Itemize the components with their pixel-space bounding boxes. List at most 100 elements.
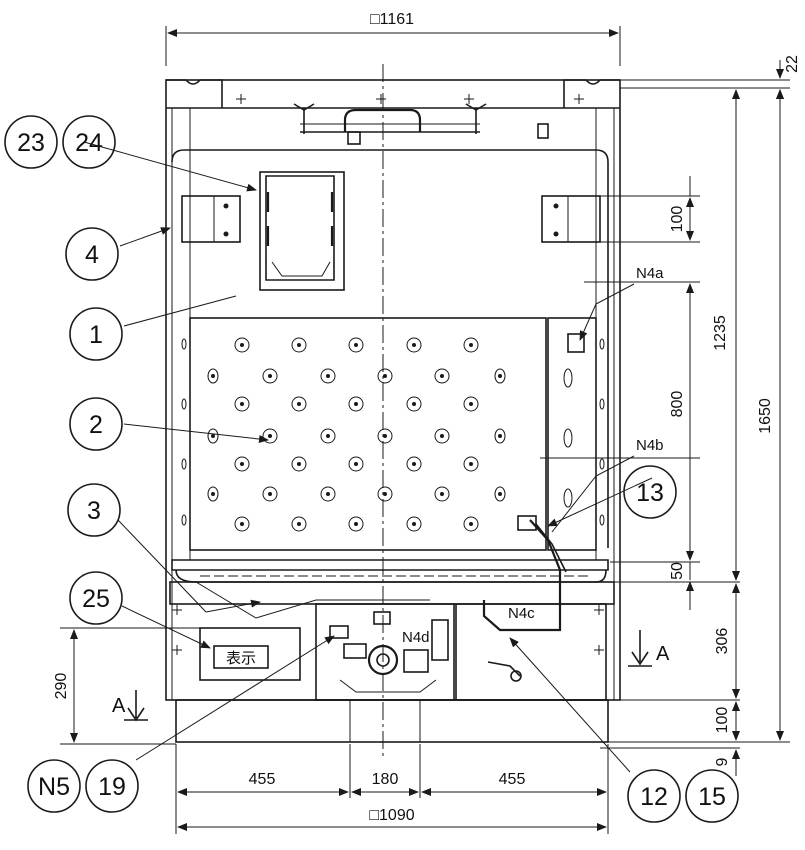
callout-4: 4: [65, 227, 119, 281]
dimple-center: [268, 374, 272, 378]
callout-leaders: [83, 141, 653, 773]
dimple: [463, 396, 479, 412]
svg-text:25: 25: [82, 585, 110, 613]
drain-valve: [329, 611, 449, 676]
dimple-center: [211, 492, 215, 496]
dimple-center: [240, 522, 244, 526]
base-rail: [169, 581, 615, 605]
svg-text:3: 3: [87, 497, 101, 525]
label-n4a: N4a: [636, 265, 664, 282]
svg-text:19: 19: [98, 773, 126, 801]
dim-upper-height: 1235: [712, 315, 729, 351]
dimple-center: [412, 522, 416, 526]
dimple: [494, 428, 506, 444]
side-holes-left: [181, 338, 187, 526]
callout-19: 19: [85, 759, 139, 813]
dim-seg-right: 455: [499, 771, 526, 788]
nozzle-labels: N4a N4b N4c N4d: [402, 265, 664, 646]
dimple-center: [498, 492, 502, 496]
nozzle-n4a-fitting: [567, 333, 585, 353]
dimple-center: [354, 343, 358, 347]
pallet-feet: [175, 699, 609, 743]
dimple: [494, 486, 506, 502]
label-n4b: N4b: [636, 437, 664, 454]
dim-seg-left: 455: [249, 771, 276, 788]
svg-text:23: 23: [17, 129, 45, 157]
dimple-center: [297, 462, 301, 466]
dimple-center: [240, 343, 244, 347]
dimension-labels: □1161 22 100 1235 1650 800 50 306 100 9 …: [53, 11, 801, 824]
dimple-center: [326, 434, 330, 438]
dimple-center: [211, 374, 215, 378]
view-a-right: A: [628, 630, 670, 667]
dimple-center: [297, 522, 301, 526]
label-n4c: N4c: [508, 605, 535, 622]
dim-base-height: 306: [714, 628, 731, 655]
dimple: [234, 337, 250, 353]
dimple-center: [498, 374, 502, 378]
dimple: [406, 516, 422, 532]
dimple-center: [469, 522, 473, 526]
dimple: [348, 516, 364, 532]
dimple-center: [326, 374, 330, 378]
dimple-center: [354, 522, 358, 526]
valve-bay: [315, 603, 455, 701]
dim-bracket-height: 100: [669, 206, 686, 233]
dimple-grid: [207, 337, 506, 532]
nameplate-text: 表示: [226, 650, 256, 667]
nameplate-box: [199, 627, 301, 681]
dimple-center: [326, 492, 330, 496]
dimple-center: [240, 462, 244, 466]
dimple: [320, 486, 336, 502]
document-holder: [259, 171, 345, 291]
dimple: [262, 486, 278, 502]
dim-bottom-width: □1090: [369, 807, 414, 824]
dimple: [494, 368, 506, 384]
top-left-corner-fitting: [166, 79, 223, 108]
lower-valve-handle: [487, 661, 521, 677]
dimple-center: [469, 462, 473, 466]
dimple: [434, 486, 450, 502]
vent-cap: [537, 123, 549, 139]
wing-nut-right: [465, 103, 487, 134]
callout-24: 24: [62, 115, 116, 169]
dim-top-width: □1161: [370, 11, 414, 28]
svg-text:4: 4: [85, 241, 99, 269]
dimple-center: [440, 434, 444, 438]
callout-3: 3: [67, 483, 121, 537]
drain-slope: [195, 581, 430, 619]
dim-top-offset: 22: [784, 55, 801, 73]
dimple: [320, 368, 336, 384]
right-bracket: [541, 195, 601, 243]
dim-foot-height: 100: [714, 707, 731, 734]
dimple: [348, 337, 364, 353]
dimple: [291, 337, 307, 353]
svg-text:A: A: [112, 695, 126, 717]
callout-1: 1: [69, 307, 123, 361]
dimple: [463, 456, 479, 472]
inner-tank-wall: [171, 149, 609, 548]
dimple-center: [268, 434, 272, 438]
dimple-center: [240, 402, 244, 406]
dimple: [291, 456, 307, 472]
callout-2: 2: [69, 397, 123, 451]
dimple: [377, 428, 393, 444]
view-a-left: A: [112, 690, 148, 722]
dimple: [406, 337, 422, 353]
dimple-center: [211, 434, 215, 438]
callout-13: 13: [623, 465, 677, 519]
dimple: [377, 486, 393, 502]
dim-bottom-offset: 9: [714, 757, 731, 766]
dimple-center: [440, 374, 444, 378]
dimple-center: [268, 492, 272, 496]
dim-panel-height: 800: [669, 391, 686, 418]
label-n4d: N4d: [402, 629, 430, 646]
dimple-center: [412, 462, 416, 466]
dimple: [234, 456, 250, 472]
svg-text:12: 12: [640, 783, 668, 811]
svg-text:13: 13: [636, 479, 664, 507]
callout-bubbles: 23 24 4 1 2 3 25 13: [4, 115, 739, 823]
left-bracket: [181, 195, 241, 243]
svg-text:1: 1: [89, 321, 103, 349]
dimple: [262, 368, 278, 384]
